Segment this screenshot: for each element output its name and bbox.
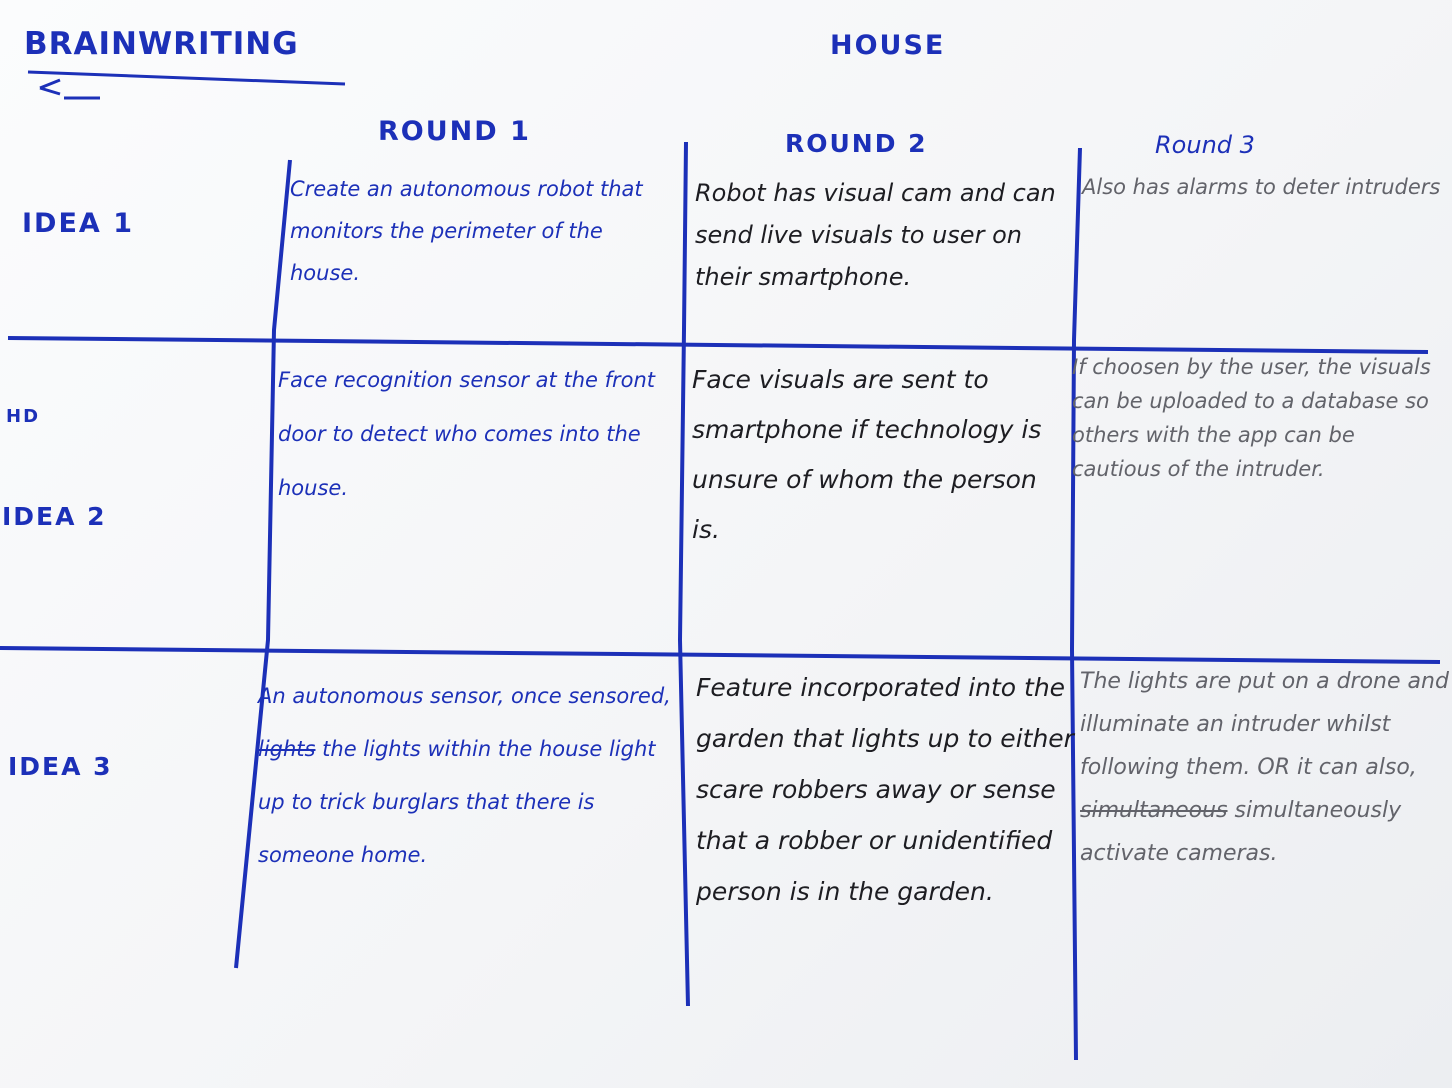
row-divider-2 (0, 646, 1441, 664)
margin-scribble: HD (6, 406, 41, 427)
row-label-idea-1: IDEA 1 (22, 208, 134, 239)
cell-text: the lights within the house light up to … (258, 737, 663, 867)
title-underline (27, 70, 346, 86)
cell-idea3-round3: The lights are put on a drone and illumi… (1080, 660, 1450, 875)
cell-idea1-round2: Robot has visual cam and can send live v… (695, 179, 1064, 291)
cell-idea3-round1: An autonomous sensor, once sensored, lig… (258, 670, 678, 882)
struck-text: simultaneous (1080, 798, 1228, 823)
column-divider-3 (1069, 147, 1082, 1061)
cell-idea2-round2: Face visuals are sent to smartphone if t… (692, 365, 1050, 544)
cell-idea1-round3: Also has alarms to deter intruders (1082, 175, 1441, 199)
cell-text: simultaneously activate cameras. (1080, 798, 1409, 866)
cell-idea2-round1: Face recognition sensor at the front doo… (278, 368, 662, 500)
arrow-head (39, 78, 61, 96)
column-divider-2 (677, 141, 690, 1007)
row-label-idea-3: IDEA 3 (8, 752, 113, 781)
struck-text: lights (258, 737, 316, 761)
subject-heading: HOUSE (830, 30, 946, 61)
column-divider-1 (234, 159, 292, 969)
cell-text: The lights are put on a drone and illumi… (1080, 669, 1449, 780)
cell-text: An autonomous sensor, once sensored, (258, 684, 678, 708)
column-header-round-2: ROUND 2 (785, 129, 928, 158)
row-label-idea-2: IDEA 2 (2, 502, 107, 531)
row-divider-1 (7, 336, 1429, 354)
cell-idea2-round3: If choosen by the user, the visuals can … (1072, 355, 1438, 481)
column-header-round-3: Round 3 (1155, 131, 1255, 159)
cell-idea1-round1: Create an autonomous robot that monitors… (290, 177, 650, 285)
page-title: BRAINWRITING (24, 26, 299, 62)
cell-idea3-round2: Feature incorporated into the garden tha… (696, 673, 1082, 906)
column-header-round-1: ROUND 1 (378, 116, 531, 147)
